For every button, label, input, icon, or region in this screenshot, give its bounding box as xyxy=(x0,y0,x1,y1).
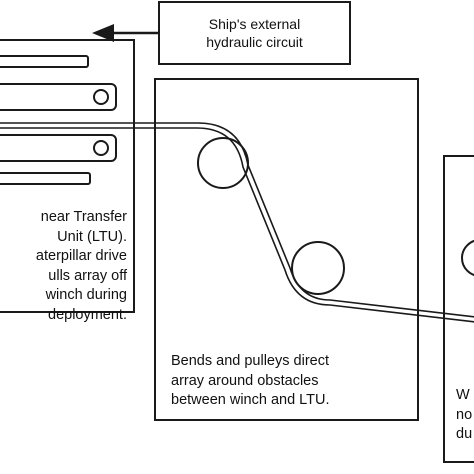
callout-line-2: hydraulic circuit xyxy=(206,34,303,50)
callout-line-1: Ship's external xyxy=(208,16,301,32)
ltu-slot-bar-2 xyxy=(0,83,117,111)
hydraulic-callout-box xyxy=(158,1,351,65)
bends-line-3: between winch and LTU. xyxy=(171,392,330,408)
ltu-slot-bar-3 xyxy=(0,134,117,162)
bends-line-2: array around obstacles xyxy=(171,372,319,389)
bends-description: Bends and pulleys direct array around ob… xyxy=(171,352,330,411)
array-cable-inner xyxy=(0,127,474,323)
ltu-bolt-1 xyxy=(93,89,109,105)
ltu-line-4: ulls array off xyxy=(48,267,127,284)
ltu-description: near Transfer Unit (LTU). aterpillar dri… xyxy=(36,208,127,325)
winch-line-2: no xyxy=(456,406,473,423)
lower-pulley xyxy=(291,241,345,295)
bends-enclosure xyxy=(154,78,419,421)
ltu-line-6: deployment. xyxy=(48,306,127,323)
winch-description: W no du xyxy=(456,386,472,445)
ltu-enclosure xyxy=(0,39,135,313)
ltu-line-3: aterpillar drive xyxy=(35,248,127,264)
winch-enclosure xyxy=(443,155,474,463)
ltu-line-1: near Transfer xyxy=(40,209,127,225)
ltu-line-2: Unit (LTU). xyxy=(57,228,127,245)
hydraulic-callout-text: Ship's external hydraulic circuit xyxy=(160,15,349,51)
winch-drum xyxy=(461,239,474,277)
ltu-bolt-2 xyxy=(93,140,109,156)
hydraulic-arrow-head xyxy=(92,24,114,42)
bends-line-1: Bends and pulleys direct xyxy=(171,353,329,369)
winch-line-3: du xyxy=(456,426,473,442)
array-cable-outer xyxy=(0,122,474,318)
winch-line-1: W xyxy=(456,387,470,403)
ltu-slot-bar-4 xyxy=(0,172,91,185)
ltu-slot-bar-1 xyxy=(0,55,89,68)
ltu-line-5: winch during xyxy=(45,287,127,303)
